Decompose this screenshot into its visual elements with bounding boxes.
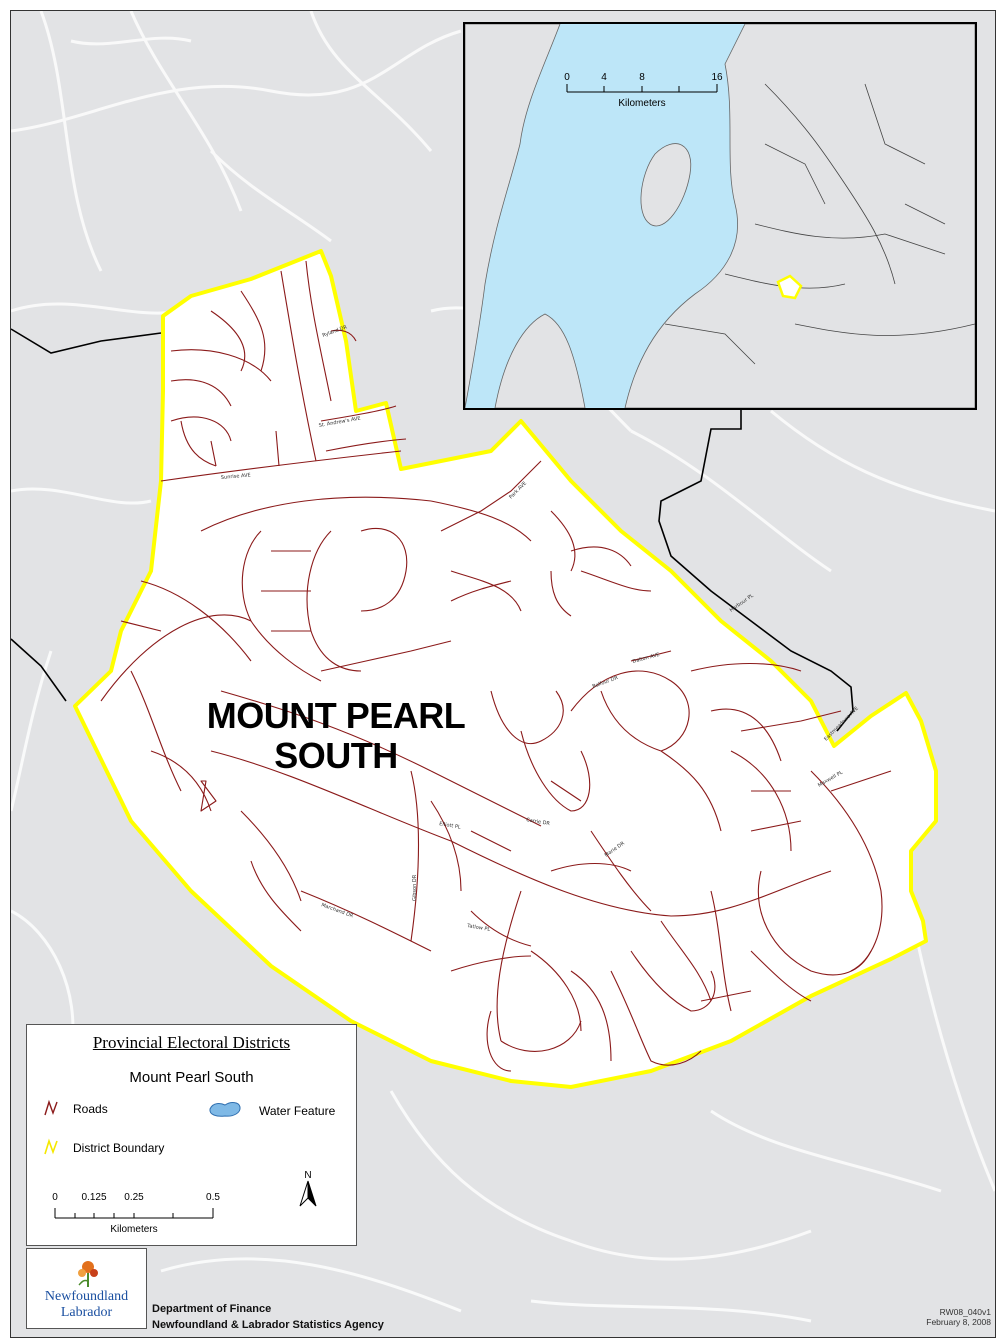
district-title-line2: SOUTH — [274, 735, 398, 776]
legend-scale-tick: 0 — [52, 1192, 58, 1203]
legend-roads-label: Roads — [73, 1102, 108, 1116]
map-reference: RW08_040v1 February 8, 2008 — [891, 1307, 991, 1327]
north-label: N — [304, 1170, 311, 1181]
inset-scale-tick: 16 — [711, 72, 723, 83]
legend-scale-tick: 0.125 — [81, 1192, 106, 1203]
pitcher-plant-icon — [78, 1261, 98, 1287]
inset-scale-bar: 0 4 8 16 Kilometers — [564, 72, 723, 109]
legend-subtitle: Mount Pearl South — [129, 1069, 254, 1086]
legend-scale-tick: 0.25 — [124, 1192, 144, 1203]
legend-scale-unit: Kilometers — [110, 1224, 157, 1235]
road-label: Elliott PL — [439, 821, 462, 831]
road-label: Carrie DR — [526, 817, 551, 827]
roads — [100, 260, 892, 1072]
inset-locator-map: 0 4 8 16 Kilometers — [463, 22, 977, 410]
department-credit: Department of Finance Newfoundland & Lab… — [152, 1301, 384, 1333]
inset-land-east — [624, 24, 975, 408]
map-date: February 8, 2008 — [926, 1317, 991, 1327]
road-label: Gibson DR — [412, 874, 418, 901]
district-title: MOUNT PEARL SOUTH — [171, 696, 501, 776]
north-arrow-icon: N — [299, 1170, 317, 1207]
inset-scale-tick: 4 — [601, 72, 607, 83]
road-label: Harbour PL — [729, 593, 755, 614]
inset-scale-tick: 8 — [639, 72, 645, 83]
legend-title: Provincial Electoral Districts — [92, 1033, 291, 1052]
legend-scale-tick: 0.5 — [206, 1192, 220, 1203]
map-code: RW08_040v1 — [939, 1307, 991, 1317]
inset-scale-unit: Kilometers — [618, 98, 665, 109]
dept-line1: Department of Finance — [152, 1303, 272, 1315]
main-map: Ryland DR St. Andrew's AVE Sunrise AVE P… — [11, 11, 995, 1323]
legend-water-label: Water Feature — [259, 1104, 336, 1118]
neighbour-boundaries — [11, 328, 854, 732]
legend-boundary-label: District Boundary — [73, 1141, 165, 1155]
road-label: Sunrise AVE — [221, 472, 251, 481]
logo-line1: Newfoundland — [44, 1289, 129, 1304]
inset-district-marker — [776, 274, 803, 300]
district-boundary — [73, 249, 938, 1089]
logo-line2: Labrador — [60, 1305, 113, 1320]
dept-line2: Newfoundland & Labrador Statistics Agenc… — [152, 1319, 384, 1331]
boundary-symbol-icon — [44, 1138, 58, 1155]
district-title-line1: MOUNT PEARL — [206, 695, 466, 736]
nl-logo: Newfoundland Labrador — [26, 1248, 147, 1329]
background-streets — [11, 11, 995, 1323]
map-frame: Ryland DR St. Andrew's AVE Sunrise AVE P… — [10, 10, 996, 1338]
inset-land-west — [465, 24, 561, 408]
legend-scale-bar: 0 0.125 0.25 0.5 Kilometers — [52, 1192, 220, 1235]
inset-scale-tick: 0 — [564, 72, 570, 83]
legend: Provincial Electoral Districts Mount Pea… — [26, 1024, 357, 1246]
inset-land-southwest — [494, 313, 586, 408]
water-feature-icon — [209, 1102, 241, 1117]
inset-land-island — [640, 143, 692, 227]
road-label: Tatlow PL — [466, 923, 491, 933]
roads-symbol-icon — [44, 1099, 58, 1116]
